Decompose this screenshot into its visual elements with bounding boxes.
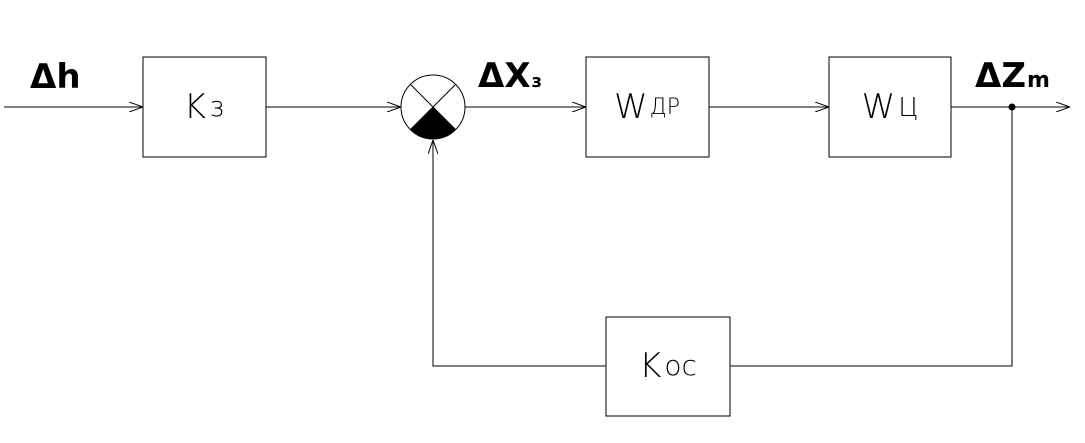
feedback-line-to-kos [730, 107, 1013, 367]
error-signal-sub: з [532, 71, 542, 92]
summing-junction [400, 74, 466, 140]
input-signal-main: Δh [30, 57, 81, 97]
output-signal-sub: m [1027, 68, 1050, 93]
block-wc-box [828, 56, 952, 158]
feedback-arrow-to-sum [433, 140, 606, 367]
block-wdr-box [585, 56, 710, 158]
block-k3-sub: з [209, 90, 224, 123]
block-wdr-main: W [614, 87, 648, 127]
error-signal-label: ΔXз [478, 56, 542, 96]
branch-point [1008, 103, 1016, 111]
block-wdr-sub: ДР [650, 95, 680, 120]
input-signal-label: Δh [30, 57, 81, 97]
block-wdr-label: WДР [614, 87, 680, 127]
block-wdr: WДР [585, 56, 710, 158]
error-signal-main: ΔX [478, 56, 531, 96]
block-kos-sub: ос [664, 349, 697, 382]
summing-junction-cross-b [410, 84, 456, 130]
output-signal-main: ΔZ [975, 56, 1026, 96]
summing-junction-circle [400, 74, 466, 140]
block-kos-box [605, 316, 731, 417]
summing-junction-negative-sector [410, 107, 456, 139]
block-wc-sub: Ц [898, 93, 918, 123]
block-kos-main: K [639, 346, 661, 386]
block-wc-main: W [862, 87, 896, 127]
block-k3-box [142, 56, 267, 158]
output-signal-label: ΔZm [975, 56, 1050, 96]
block-k3-main: K [184, 87, 206, 127]
